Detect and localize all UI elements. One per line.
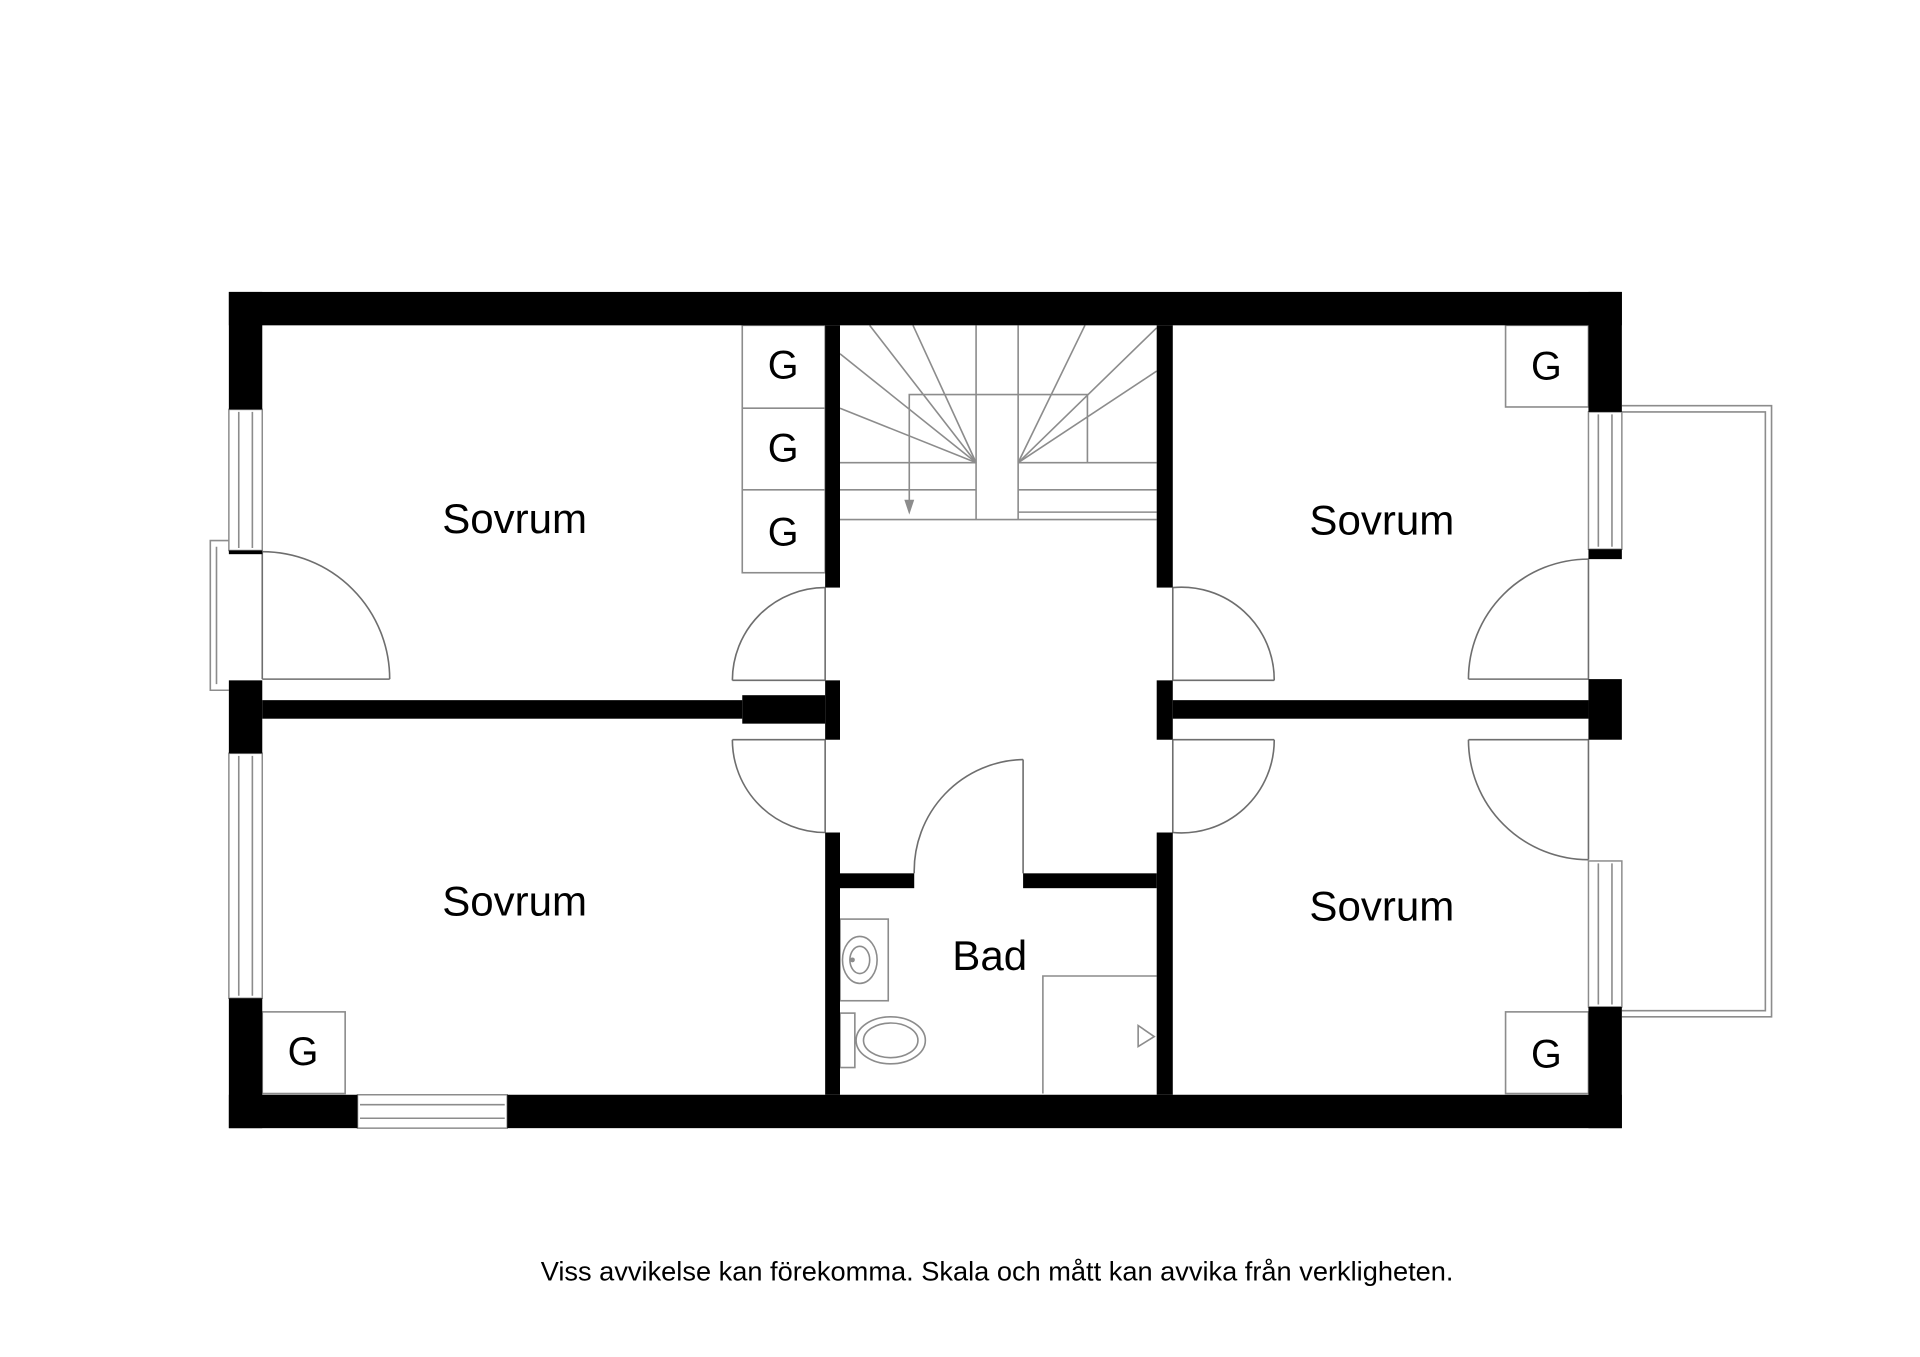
room-label-bathroom: Bad <box>952 932 1027 979</box>
door-balcony-lower[interactable] <box>1467 738 1590 861</box>
door-balcony-upper[interactable] <box>1467 558 1590 680</box>
window-right-lower <box>1587 860 1623 1008</box>
room-label-bedroom-top-left: Sovrum <box>442 495 587 542</box>
door-bedroom-bottom-left[interactable] <box>731 738 826 834</box>
door-bedroom-top-left[interactable] <box>731 586 826 682</box>
closet-label: G <box>768 511 799 555</box>
room-label-bedroom-top-right: Sovrum <box>1309 496 1454 543</box>
staircase <box>839 324 1158 521</box>
closet-label: G <box>768 426 799 470</box>
closet-bottom-right: G <box>1504 1011 1590 1095</box>
closet-label: G <box>768 344 799 388</box>
door-bedroom-bottom-right[interactable] <box>1171 738 1276 834</box>
window-right-upper <box>1587 411 1623 550</box>
bathroom-shower <box>1042 975 1157 1094</box>
window-left-lower <box>228 752 264 1000</box>
closet-label: G <box>1531 1033 1562 1077</box>
bathroom-toilet <box>839 1012 927 1069</box>
room-label-bedroom-bottom-left: Sovrum <box>442 877 587 924</box>
door-exterior-left[interactable] <box>209 539 391 692</box>
bathroom-sink <box>839 918 890 1002</box>
room-label-bedroom-bottom-right: Sovrum <box>1309 882 1454 929</box>
door-bedroom-top-right[interactable] <box>1171 586 1276 682</box>
closet-top-right: G <box>1504 324 1590 408</box>
window-bottom <box>356 1094 508 1129</box>
closet-top-left-stack: G G G <box>741 324 826 574</box>
closet-label: G <box>1531 345 1562 389</box>
balcony <box>1621 404 1773 1018</box>
disclaimer-text: Viss avvikelse kan förekomma. Skala och … <box>541 1255 1454 1286</box>
closet-bottom-left: G <box>261 1011 346 1095</box>
closet-label: G <box>288 1030 319 1074</box>
walls <box>228 291 1622 1129</box>
door-bathroom[interactable] <box>913 758 1024 874</box>
window-left-upper <box>228 408 264 552</box>
